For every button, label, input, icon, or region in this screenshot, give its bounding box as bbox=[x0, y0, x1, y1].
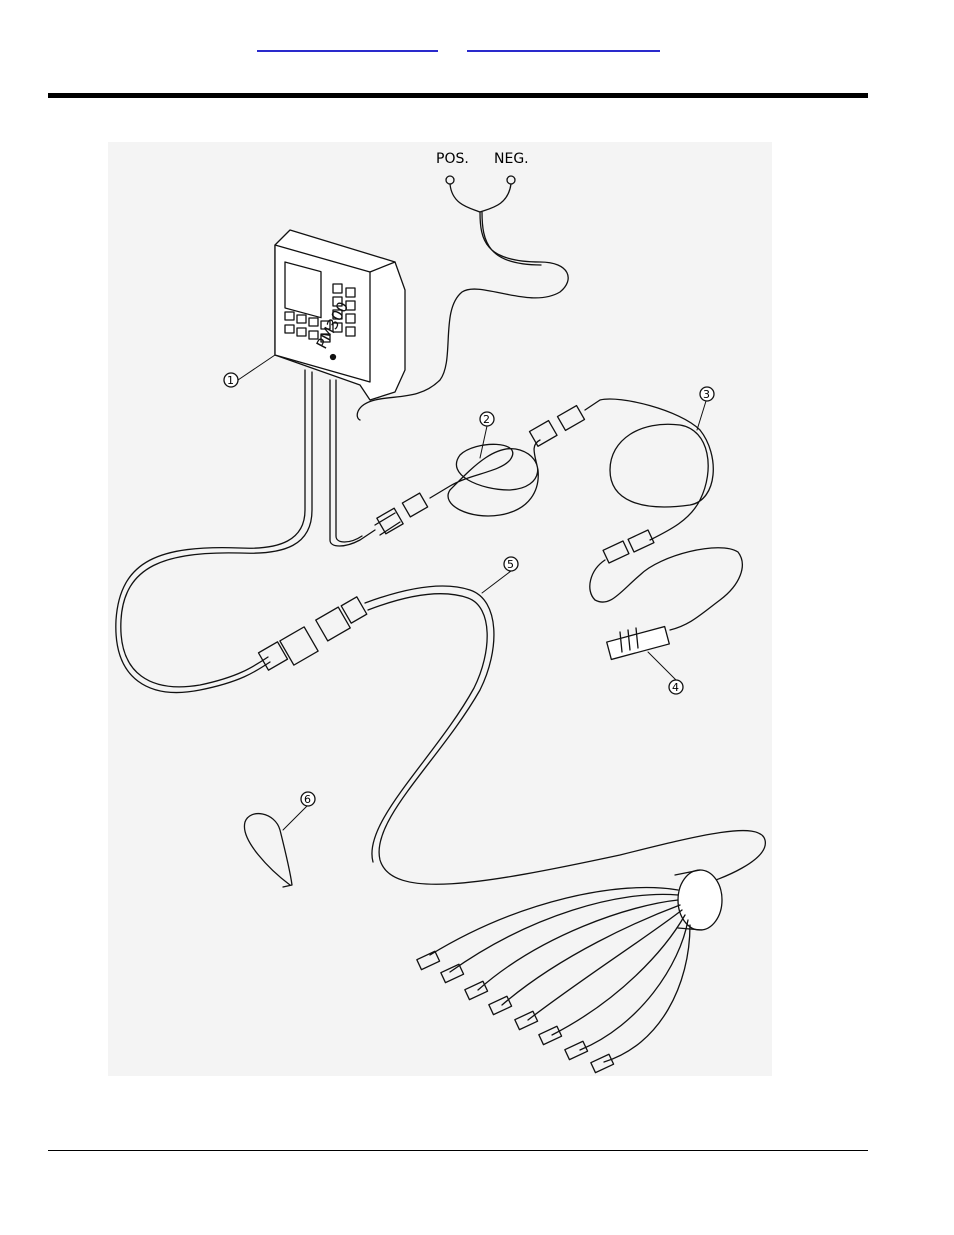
callout-leaders bbox=[238, 355, 706, 830]
harness-leads bbox=[430, 888, 690, 1062]
callout-number-3: 3 bbox=[703, 388, 710, 401]
callout-number-4: 4 bbox=[672, 681, 679, 694]
monitor-main-cable bbox=[116, 370, 312, 692]
speed-sensor bbox=[607, 627, 670, 660]
callout-number-5: 5 bbox=[507, 558, 514, 571]
terminal-label-negative: NEG. bbox=[494, 151, 529, 167]
sensor-extension-cable bbox=[330, 380, 585, 546]
harness-connectors bbox=[417, 951, 614, 1072]
speed-sensor-cable bbox=[585, 399, 742, 630]
cable-tie bbox=[244, 814, 292, 887]
callout-number-2: 2 bbox=[483, 413, 490, 426]
callout-number-1: 1 bbox=[227, 374, 234, 387]
main-harness-cable bbox=[258, 586, 765, 885]
callout-number-6: 6 bbox=[304, 793, 311, 806]
footer-rule bbox=[48, 1150, 868, 1151]
terminal-label-positive: POS. bbox=[436, 151, 469, 167]
